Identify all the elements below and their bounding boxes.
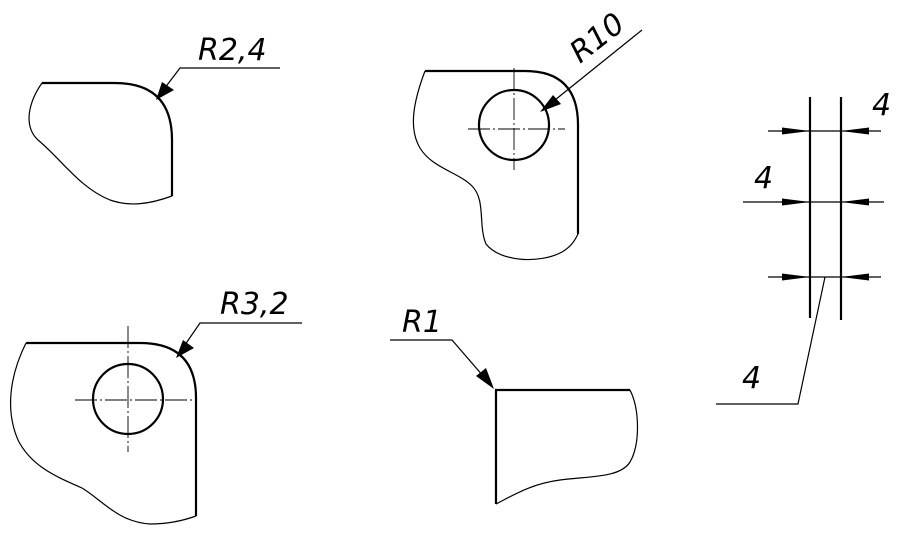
label-r24: R2,4	[198, 33, 267, 68]
dim-arrow-mid-left	[782, 198, 810, 206]
label-dim-bottom: 4	[742, 361, 761, 396]
part-r1-leader-arrow	[476, 368, 494, 389]
label-dim-mid-left: 4	[754, 161, 773, 196]
dim-arrow-mid-right	[841, 198, 869, 206]
dim-bottom-leader	[716, 276, 826, 405]
dim-arrow-top-right	[841, 127, 869, 135]
part-r32-break-line	[10, 342, 197, 525]
part-r1-outline	[494, 388, 630, 504]
part-r32: R3,2	[10, 287, 302, 525]
part-r24-break-line	[28, 82, 173, 205]
part-r32-outline	[26, 341, 198, 516]
part-r24-leader	[157, 67, 280, 98]
dim-arrow-top-left	[782, 127, 810, 135]
part-r10-leader	[544, 29, 643, 109]
thickness-dimensions: 4 4 4	[716, 88, 891, 405]
label-dim-top-right: 4	[872, 88, 891, 123]
part-r10: R10	[412, 6, 643, 261]
part-r24-leader-arrow	[156, 82, 174, 100]
dim-arrow-bottom-right	[841, 273, 869, 281]
dim-arrow-bottom-left	[782, 273, 810, 281]
part-r1-leader	[390, 339, 491, 385]
part-r1-break-line	[495, 389, 639, 505]
part-r10-break-line	[412, 70, 579, 261]
part-r1: R1	[390, 305, 639, 505]
label-r10: R10	[563, 6, 631, 70]
part-r32-leader-arrow	[176, 340, 194, 358]
part-r24: R2,4	[28, 33, 280, 205]
label-r1: R1	[402, 305, 442, 340]
part-r10-outline	[425, 69, 580, 234]
part-r24-outline	[42, 81, 174, 196]
part-r10-leader-arrow	[540, 95, 561, 112]
label-r32: R3,2	[220, 287, 289, 322]
part-r32-leader	[177, 322, 302, 356]
